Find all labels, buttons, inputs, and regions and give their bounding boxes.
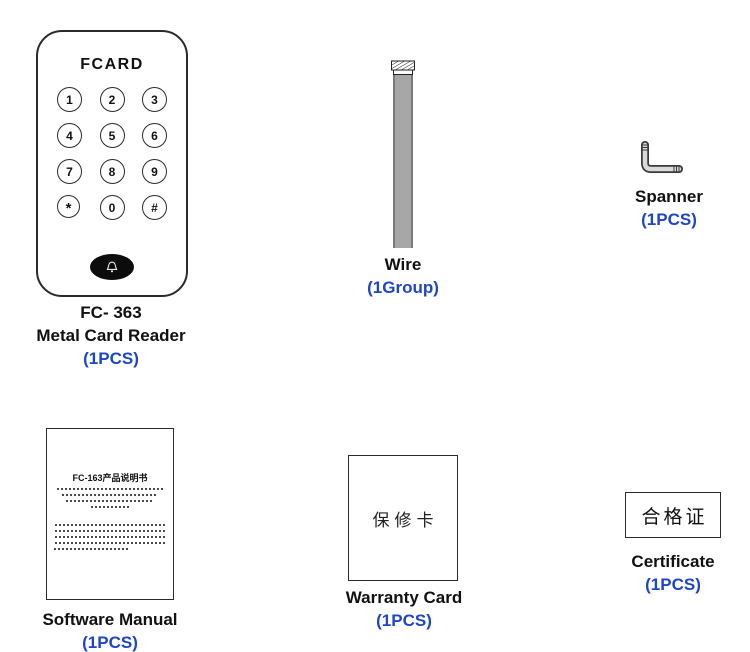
card-reader-illustration: FCARD 1 2 3 4 5 6 7 8 9 * 0 # [36,30,188,297]
key-6: 6 [142,123,167,148]
manual-illustration: FC-163产品说明书 [46,428,174,600]
wire-illustration [388,60,418,257]
reader-name: Metal Card Reader [36,326,186,345]
warranty-card-illustration: 保修卡 [348,455,458,581]
reader-model: FC- 363 [80,303,142,322]
key-9: 9 [142,159,167,184]
certificate-qty: (1PCS) [645,575,701,594]
key-7: 7 [57,159,82,184]
warranty-name: Warranty Card [345,588,463,607]
manual-text-line [91,506,129,508]
bell-icon [106,261,118,272]
keypad: 1 2 3 4 5 6 7 8 9 * 0 # [38,87,186,220]
manual-name: Software Manual [42,610,178,629]
key-4: 4 [57,123,82,148]
reader-caption: FC- 363 Metal Card Reader (1PCS) [0,301,222,370]
key-0: 0 [99,195,125,220]
manual-doc-title: FC-163产品说明书 [72,473,148,483]
manual-text-line [54,524,166,526]
key-hash: # [142,195,167,220]
manual-text-line [65,500,155,502]
manual-text-line [54,536,166,538]
manual-text-line [54,542,166,544]
key-2: 2 [99,87,125,112]
warranty-caption: Warranty Card (1PCS) [338,586,470,632]
brand-label: FCARD [80,56,144,73]
certificate-illustration: 合格证 [625,492,721,538]
spanner-caption: Spanner (1PCS) [612,185,726,231]
spanner-icon [641,141,683,173]
warranty-doc-text: 保修卡 [372,510,439,530]
wire-qty: (1Group) [367,278,439,297]
wire-caption: Wire (1Group) [338,253,468,299]
wire-svg [391,60,415,248]
doorbell-button [90,254,134,280]
manual-caption: Software Manual (1PCS) [10,608,210,652]
key-1: 1 [57,87,82,112]
manual-qty: (1PCS) [82,633,138,652]
certificate-caption: Certificate (1PCS) [618,550,728,596]
manual-text-line [54,548,130,550]
warranty-qty: (1PCS) [376,611,432,630]
key-8: 8 [99,159,125,184]
spanner-qty: (1PCS) [641,210,697,229]
wire-name: Wire [384,255,422,274]
spanner-illustration [634,138,684,185]
manual-text-line [54,530,166,532]
manual-text-line [57,488,163,490]
reader-qty: (1PCS) [83,349,139,368]
certificate-doc-text: 合格证 [641,506,708,528]
manual-text-line [62,494,158,496]
key-3: 3 [142,87,167,112]
certificate-name: Certificate [631,552,715,571]
spanner-name: Spanner [634,187,704,206]
key-star: * [57,195,80,218]
key-5: 5 [99,123,125,148]
